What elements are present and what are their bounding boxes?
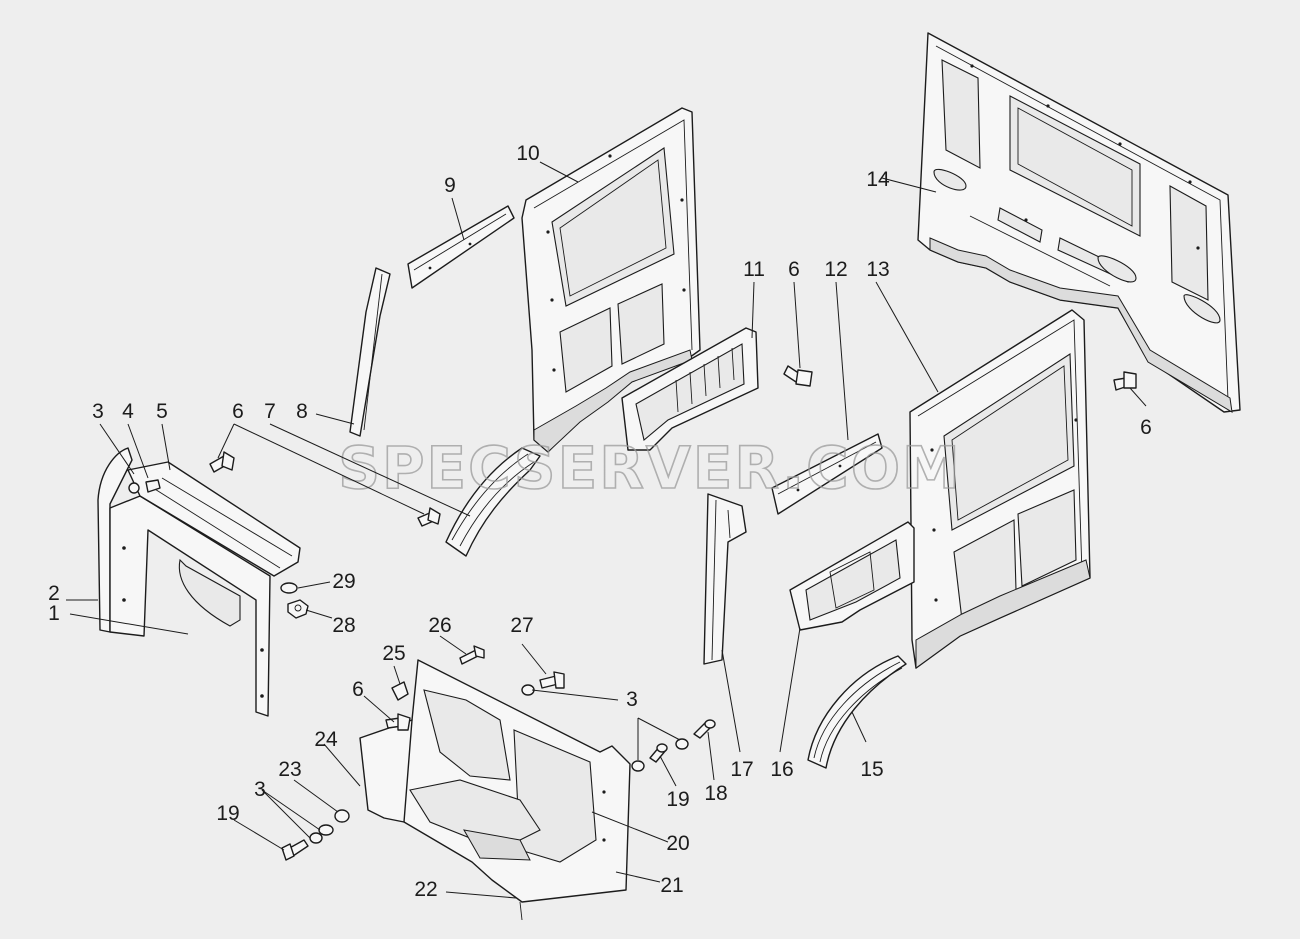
callout-24: 24 [314, 728, 338, 751]
callout-27: 27 [510, 614, 533, 637]
part-9-trim-strip [407, 205, 515, 289]
callout-8: 8 [296, 400, 308, 423]
callout-19: 19 [216, 802, 239, 825]
callout-23: 23 [278, 758, 301, 781]
callout-10: 10 [516, 142, 539, 165]
callout-21: 21 [660, 874, 683, 897]
callout-19: 19 [666, 788, 689, 811]
callout-11: 11 [743, 258, 765, 281]
callout-25: 25 [382, 642, 405, 665]
callout-labels: 1 2 3 4 5 6 7 8 9 10 11 6 12 13 14 6 29 … [48, 142, 1152, 901]
callout-16: 16 [770, 758, 793, 781]
part-7-wheel-arch-trim [445, 447, 541, 557]
callout-18: 18 [704, 782, 727, 805]
callout-14: 14 [866, 168, 890, 191]
callout-20: 20 [666, 832, 689, 855]
fasteners [128, 365, 1137, 861]
callout-22: 22 [414, 878, 437, 901]
callout-2: 2 [48, 582, 60, 605]
part-17-pillar-trim [703, 493, 747, 665]
callout-7: 7 [264, 400, 276, 423]
part-21-lower-step-housing [359, 659, 631, 921]
callout-3: 3 [92, 400, 104, 423]
callout-6: 6 [232, 400, 244, 423]
callout-1: 1 [48, 602, 60, 625]
callout-6: 6 [352, 678, 364, 701]
callout-9: 9 [444, 174, 456, 197]
leader-lines [66, 161, 1147, 899]
callout-3: 3 [626, 688, 638, 711]
watermark-text: SPECSERVER.COM [338, 434, 961, 502]
callout-4: 4 [122, 400, 134, 423]
callout-15: 15 [860, 758, 883, 781]
part-11-inner-trim-panel [621, 327, 759, 451]
callout-17: 17 [730, 758, 753, 781]
part-10-left-side-panel [521, 107, 701, 453]
part-16-inner-box-panel [789, 521, 915, 631]
callout-12: 12 [824, 258, 847, 281]
callout-13: 13 [866, 258, 889, 281]
part-15-wheel-arch-trim [807, 655, 907, 769]
callout-28: 28 [332, 614, 355, 637]
callout-6: 6 [788, 258, 800, 281]
callout-26: 26 [428, 614, 451, 637]
part-8-pillar-trim [349, 267, 391, 437]
part-1-step-bracket [97, 447, 301, 717]
callout-5: 5 [156, 400, 168, 423]
callout-3: 3 [254, 778, 266, 801]
part-12-trim-strip [771, 433, 883, 515]
part-14-rear-wall-panel [917, 32, 1241, 413]
callout-6: 6 [1140, 416, 1152, 439]
part-13-right-side-panel [909, 309, 1091, 669]
callout-29: 29 [332, 570, 355, 593]
